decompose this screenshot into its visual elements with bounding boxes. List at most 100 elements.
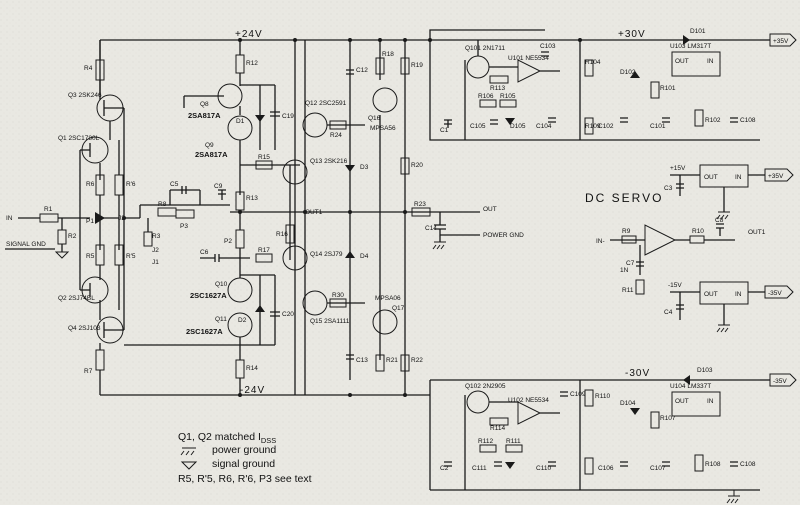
- r113-resistor: [489, 75, 509, 84]
- r114-resistor: [489, 417, 509, 426]
- q101-label: Q101 2N1711: [465, 45, 505, 52]
- power-ground-servo-bottom: [716, 324, 730, 333]
- j1-label: J1: [152, 259, 159, 266]
- c108b-label: C108: [740, 461, 756, 468]
- r8-label: R8: [158, 201, 167, 208]
- r111-label: R111: [506, 438, 521, 445]
- p3-trimmer: [175, 209, 195, 219]
- r107-label: R107: [660, 415, 676, 422]
- u103-in-label: IN: [707, 58, 714, 65]
- legend-matched-text: Q1, Q2 matched I: [178, 431, 261, 443]
- legend-matched-pair: Q1, Q2 matched IDSS: [178, 431, 276, 445]
- r3-resistor: [143, 231, 153, 247]
- q13-label: Q13 2SK216: [310, 158, 348, 165]
- q17-part-label: MPSA06: [375, 295, 401, 302]
- q17-transistor: [372, 309, 398, 335]
- c19-label: C19: [282, 113, 294, 120]
- input-neg35-label: -35V: [773, 378, 787, 385]
- c6-label: C6: [200, 249, 209, 256]
- p1-label: P1: [86, 218, 94, 225]
- q13-transistor: [282, 159, 308, 185]
- r114-label: R114: [490, 425, 505, 432]
- r22-resistor: [400, 354, 410, 372]
- d102-diode: [630, 71, 640, 78]
- r105-label: R105: [500, 93, 516, 100]
- u102-label: U102 NE5534: [508, 397, 549, 404]
- q9-part-label: 2SA817A: [195, 150, 228, 159]
- r106-resistor: [479, 99, 497, 108]
- r18-label: R18: [382, 51, 394, 58]
- q10-part-label: 2SC1627A: [190, 291, 227, 300]
- q7-out-label: OUT: [704, 291, 718, 298]
- q3-label: Q3 2SK246: [68, 92, 102, 99]
- j2-label: J2: [152, 247, 159, 254]
- r23-label: R23: [414, 201, 426, 208]
- d109-diode: [505, 462, 515, 469]
- d103-diode: [683, 375, 690, 385]
- d4-label: D4: [360, 253, 369, 260]
- c107-label: C107: [650, 465, 666, 472]
- signal-ground-symbol: [54, 251, 70, 259]
- r17-label: R17: [258, 247, 270, 254]
- u101-label: U101 NE5534: [508, 55, 549, 62]
- power-ground-symbol: [432, 241, 446, 250]
- input-section: IN R1 R2 SIGNAL GND: [5, 206, 90, 259]
- r9-label: R9: [622, 228, 631, 235]
- d102-label: D102: [620, 69, 636, 76]
- legend-signal-ground-icon: [180, 461, 198, 470]
- r3-label: R3: [152, 233, 161, 240]
- p3-label: P3: [180, 223, 188, 230]
- r104-resistor: [584, 59, 594, 77]
- r16-label: R16: [276, 231, 288, 238]
- c1-label: C1: [440, 127, 449, 134]
- input-neg35-connector: -35V: [760, 373, 797, 387]
- pos35-servo-connector: [764, 168, 794, 182]
- q102-label: Q102 2N2905: [465, 383, 506, 390]
- d2-diode: [255, 305, 265, 312]
- r24-resistor: [329, 120, 347, 130]
- c9-label: C9: [214, 183, 223, 190]
- input-stage: Q3 2SK246 R4 Q1 2SC1780L R6 R'6 P1 R5 R'…: [58, 40, 140, 375]
- out-label: OUT: [483, 206, 497, 213]
- c5-label: C5: [170, 181, 179, 188]
- legend-signal-ground: signal ground: [212, 458, 275, 470]
- dc-servo-section: DC SERVO OUT IN +35V +15V C3 IN- R9 R10 …: [585, 164, 794, 333]
- c7-label: C7: [626, 260, 635, 267]
- q10-label: Q10: [215, 281, 228, 288]
- legend-power-ground: power ground: [212, 444, 276, 456]
- p2-label: P2: [224, 238, 232, 245]
- r16-resistor: [285, 224, 295, 244]
- u103-out-label: OUT: [675, 58, 689, 65]
- junction-dots: [98, 38, 582, 397]
- r11-resistor: [635, 279, 645, 295]
- r6-label: R6: [86, 181, 95, 188]
- r111-resistor: [505, 444, 523, 453]
- q11-label: Q11: [215, 316, 227, 323]
- r14-label: R14: [246, 365, 258, 372]
- c103-label: C103: [540, 43, 556, 50]
- r101-resistor: [650, 81, 660, 99]
- q16-part-label: MPSA56: [370, 125, 396, 132]
- r20-resistor: [400, 157, 410, 175]
- r7-resistor: [95, 349, 105, 371]
- c8-label: C8: [715, 217, 724, 224]
- q16-label: Q16: [368, 115, 381, 122]
- u102-opamp: [517, 401, 542, 425]
- r19-resistor: [400, 57, 410, 75]
- q2-label: Q2 2SJ74BL: [58, 295, 95, 302]
- u104-label: U104 LM337T: [670, 383, 711, 390]
- r22-label: R22: [411, 357, 423, 364]
- r107-resistor: [650, 411, 660, 429]
- d101-label: D101: [690, 28, 706, 35]
- r18-resistor: [375, 57, 385, 75]
- q8-part-label: 2SA817A: [188, 111, 221, 120]
- d2-label: D2: [238, 317, 247, 324]
- r113-label: R113: [490, 85, 505, 92]
- legend-power-ground-icon: [180, 447, 196, 456]
- power-ground-servo-top: [716, 211, 730, 220]
- legend-matched-subscript: DSS: [261, 436, 276, 445]
- u104-out-label: OUT: [675, 398, 689, 405]
- q8-label: Q8: [200, 101, 209, 108]
- r5p-label: R'5: [126, 253, 136, 260]
